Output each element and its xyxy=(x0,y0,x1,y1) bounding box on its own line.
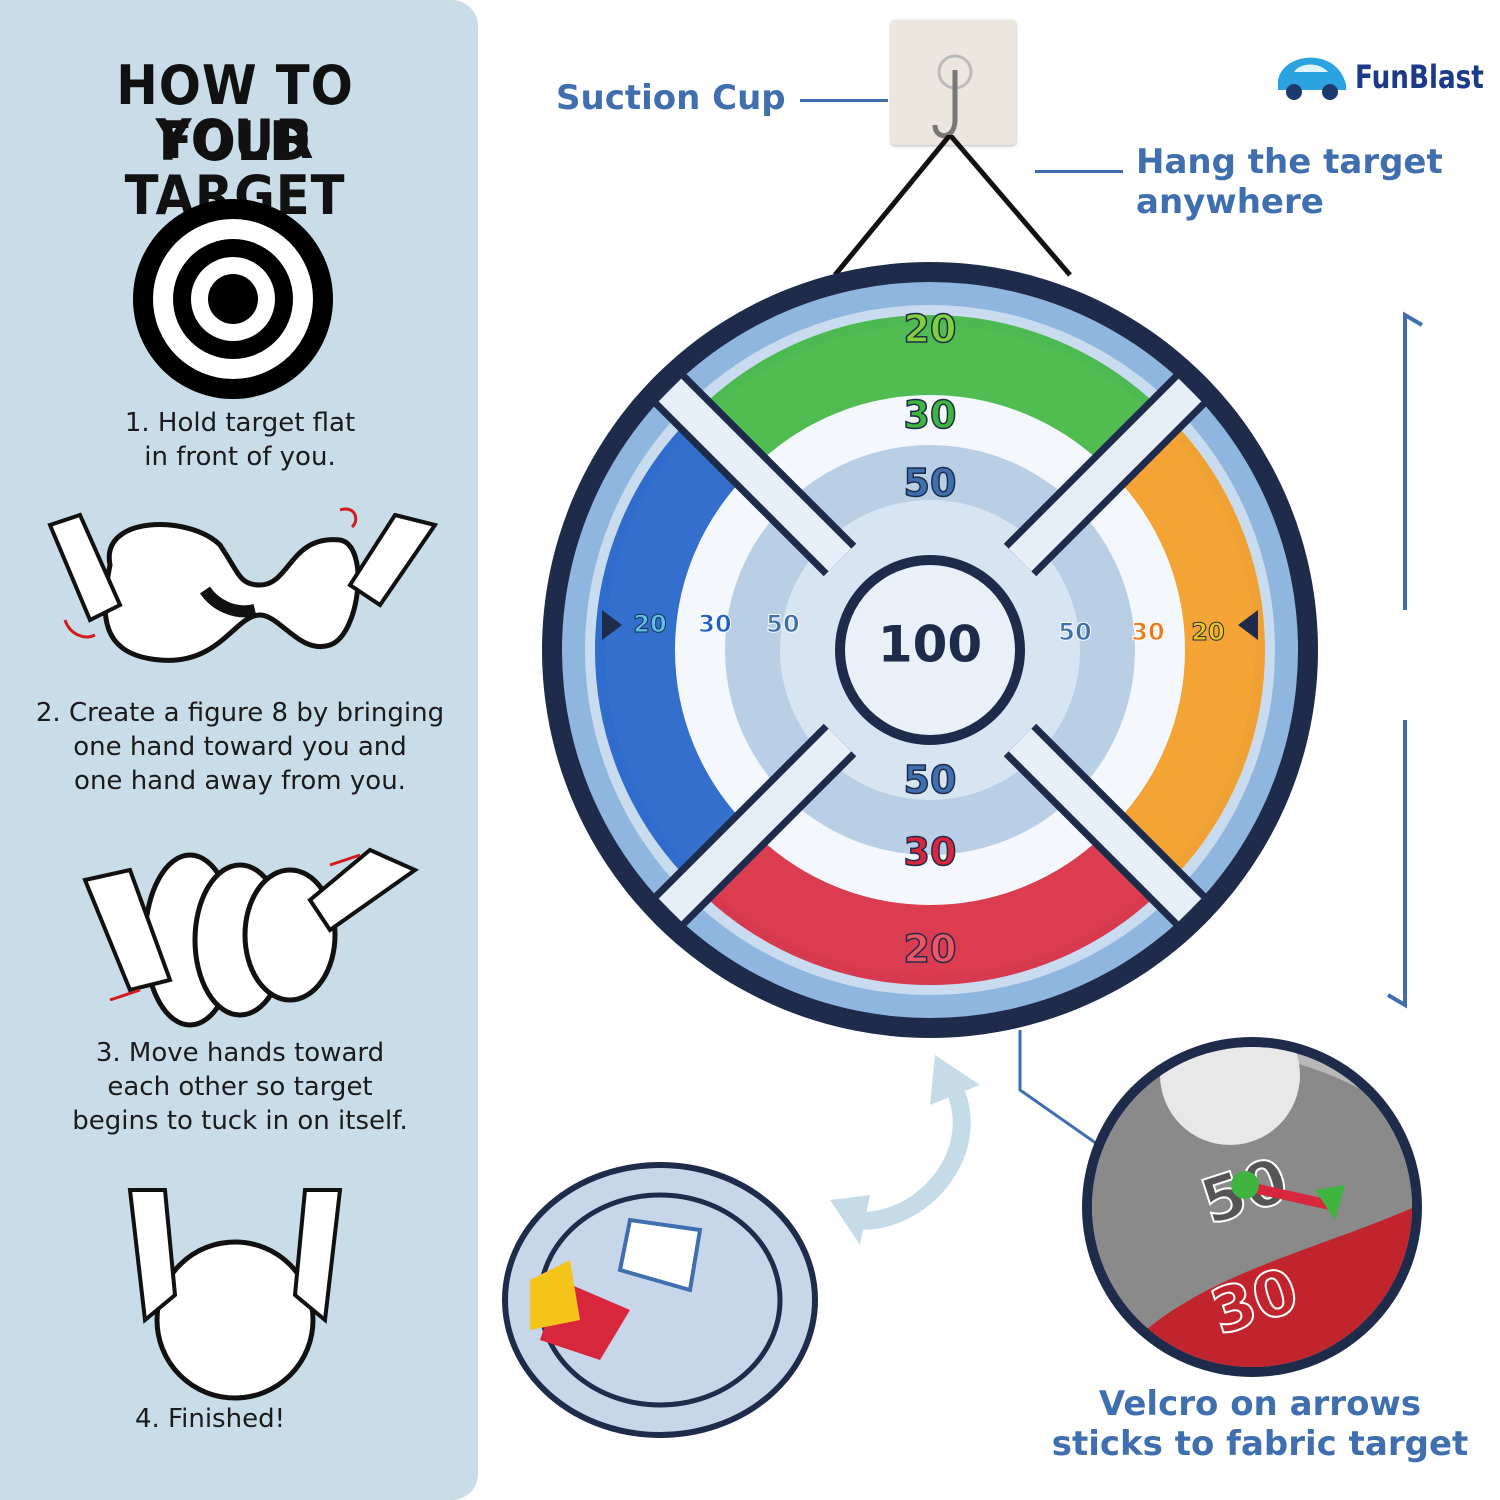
score-right-30: 30 xyxy=(1131,618,1164,646)
suction-cup-leader-line xyxy=(800,99,888,102)
score-right-50: 50 xyxy=(1058,618,1091,646)
funblast-car-logo-icon xyxy=(1278,57,1346,100)
hanging-string xyxy=(833,135,1072,277)
score-top-50: 50 xyxy=(904,461,957,505)
hang-leader-line xyxy=(1035,170,1123,173)
double-arrow-icon xyxy=(830,1055,980,1245)
brand-name: FunBlast xyxy=(1355,58,1484,96)
figure-eight-hands-illustration xyxy=(47,507,439,663)
folded-target-photo xyxy=(502,1162,818,1438)
suction-cup-label: Suction Cup xyxy=(556,78,786,118)
tuck-hands-illustration xyxy=(82,847,420,1028)
step-3-text: 3. Move hands toward each other so targe… xyxy=(72,1038,408,1136)
velcro-label: Velcro on arrows sticks to fabric target xyxy=(1051,1384,1469,1464)
score-center-100: 100 xyxy=(878,616,982,674)
velcro-zoom-circle: 50 30 xyxy=(1082,1037,1422,1377)
hang-anywhere-label: Hang the target anywhere xyxy=(1136,142,1443,222)
score-top-20: 20 xyxy=(904,307,957,351)
folded-target-hands-illustration xyxy=(127,1188,343,1401)
instructions-title-line1: HOW TO FOLD xyxy=(116,54,354,173)
step-1-text: 1. Hold target flat in front of you. xyxy=(124,408,356,472)
score-bottom-50: 50 xyxy=(904,758,957,802)
score-left-50: 50 xyxy=(766,610,799,638)
score-bottom-20: 20 xyxy=(904,927,957,971)
score-left-30: 30 xyxy=(698,610,731,638)
score-top-30: 30 xyxy=(904,393,957,437)
step-2-text: 2. Create a figure 8 by bringing one han… xyxy=(35,698,445,796)
dartboard-target: 20 30 50 50 30 20 20 30 50 50 30 20 100 xyxy=(542,262,1318,1038)
size-bracket xyxy=(1386,311,1424,1009)
step-4-text: 4. Finished! xyxy=(134,1404,285,1434)
score-right-20: 20 xyxy=(1191,618,1224,646)
target-icon xyxy=(133,199,333,399)
score-bottom-30: 30 xyxy=(904,830,957,874)
score-left-20: 20 xyxy=(633,610,666,638)
zoom-leader-line xyxy=(1018,1030,1121,1162)
